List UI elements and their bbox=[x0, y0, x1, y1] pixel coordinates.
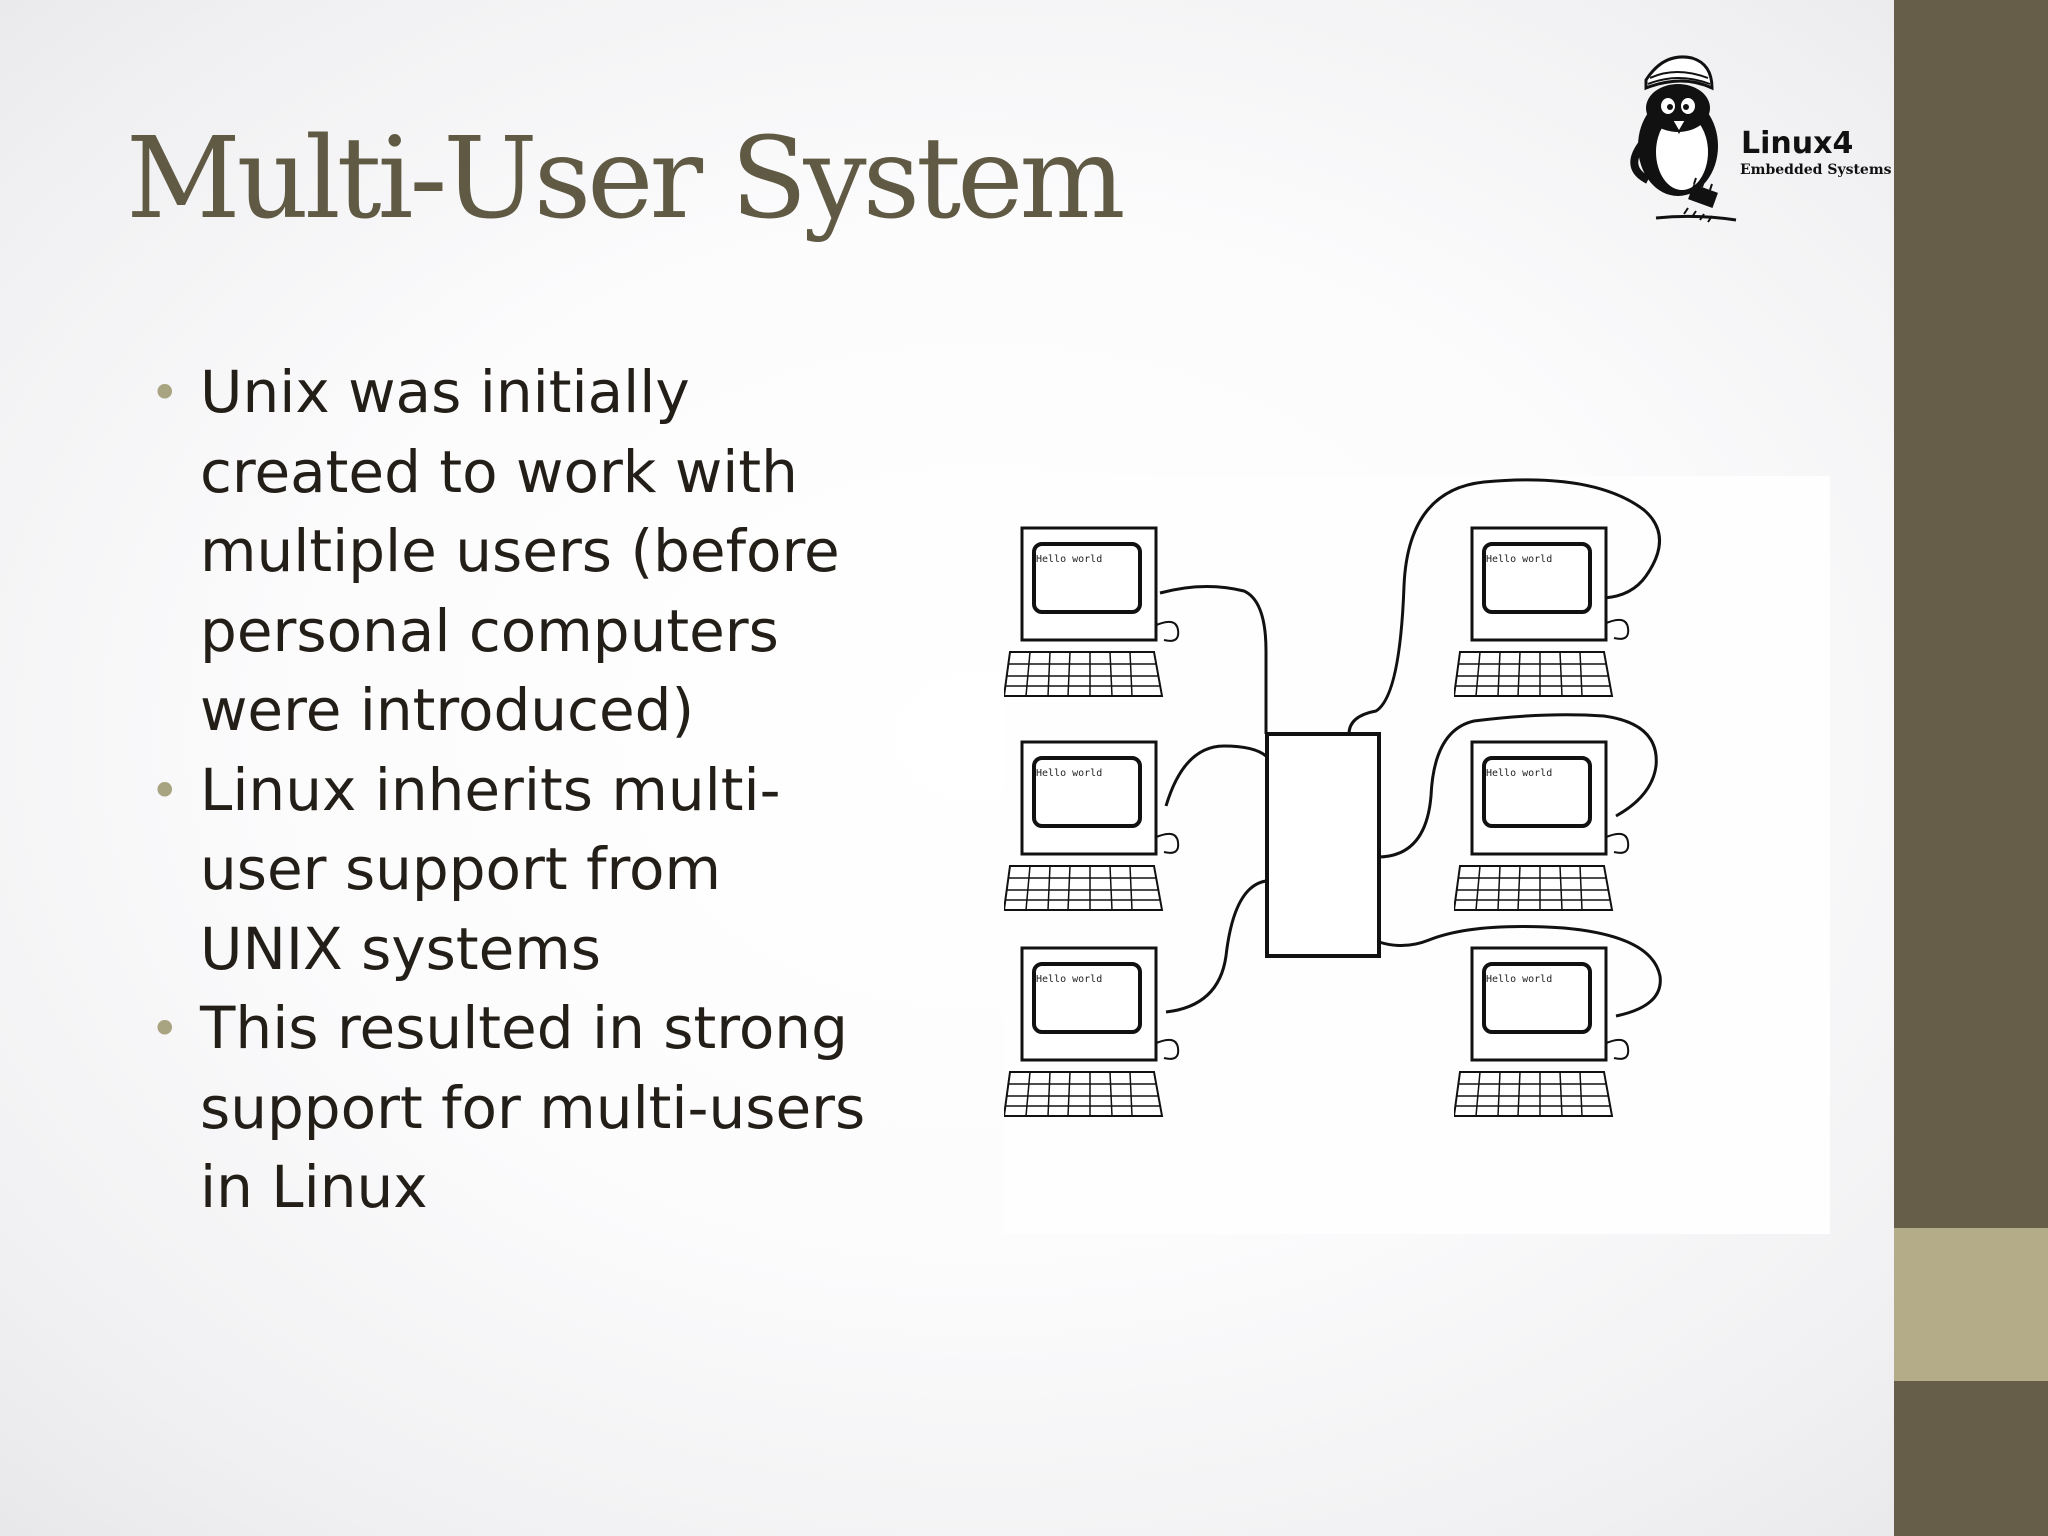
central-computer bbox=[1265, 732, 1381, 958]
bullet-marker: • bbox=[150, 1000, 180, 1058]
bullet-line: support for multi-users bbox=[200, 1073, 866, 1142]
logo-tagline: Embedded Systems bbox=[1740, 162, 1892, 178]
terminal-screen-text: Hello world bbox=[1486, 768, 1553, 779]
terminal-left-1: Hello world bbox=[1002, 526, 1174, 732]
slide-title: Multi-User System bbox=[126, 114, 1126, 244]
terminal-left-3: Hello world bbox=[1002, 946, 1174, 1152]
terminal-left-2: Hello world bbox=[1002, 740, 1174, 946]
bullet-line: personal computers bbox=[200, 596, 779, 665]
sidebar-accent-band bbox=[1894, 1228, 2048, 1381]
terminal-right-2: Hello world bbox=[1452, 740, 1624, 946]
bullet-line: This resulted in strong bbox=[200, 994, 848, 1062]
terminal-screen-text: Hello world bbox=[1036, 554, 1103, 565]
bullet-line: Unix was initially bbox=[200, 358, 690, 426]
bullet-item-1: • Unix was initially created to work wit… bbox=[150, 353, 930, 751]
terminal-screen-text: Hello world bbox=[1486, 974, 1553, 985]
terminal-screen-text: Hello world bbox=[1486, 554, 1553, 565]
bullet-item-3: • This resulted in strong support for mu… bbox=[150, 989, 930, 1228]
penguin-icon bbox=[1630, 55, 1737, 223]
connection-cables bbox=[1153, 478, 1662, 1060]
bullet-marker: • bbox=[150, 761, 180, 820]
bullet-line: created to work with bbox=[200, 437, 798, 506]
bullet-marker: • bbox=[150, 364, 180, 422]
multi-user-network-diagram: Hello world Hello world Hello world Hell… bbox=[1002, 476, 1830, 1234]
terminal-screen-text: Hello world bbox=[1036, 974, 1103, 985]
bullet-line: multiple users (before bbox=[200, 517, 840, 585]
logo-wordmark: Linux4 bbox=[1741, 126, 1854, 161]
bullet-item-2: • Linux inherits multi- user support fro… bbox=[150, 751, 930, 990]
bullet-line: user support from bbox=[200, 835, 722, 903]
bullet-line: were introduced) bbox=[200, 676, 695, 744]
terminal-right-3: Hello world bbox=[1452, 946, 1624, 1152]
bullet-list: • Unix was initially created to work wit… bbox=[150, 353, 930, 1228]
terminal-screen-text: Hello world bbox=[1036, 768, 1103, 779]
bullet-line: UNIX systems bbox=[200, 914, 602, 983]
bullet-line: Linux inherits multi- bbox=[200, 755, 781, 824]
linux4-logo: Linux4 Embedded Systems bbox=[1626, 48, 1892, 228]
bullet-line: in Linux bbox=[200, 1153, 428, 1221]
terminal-right-1: Hello world bbox=[1452, 526, 1624, 732]
